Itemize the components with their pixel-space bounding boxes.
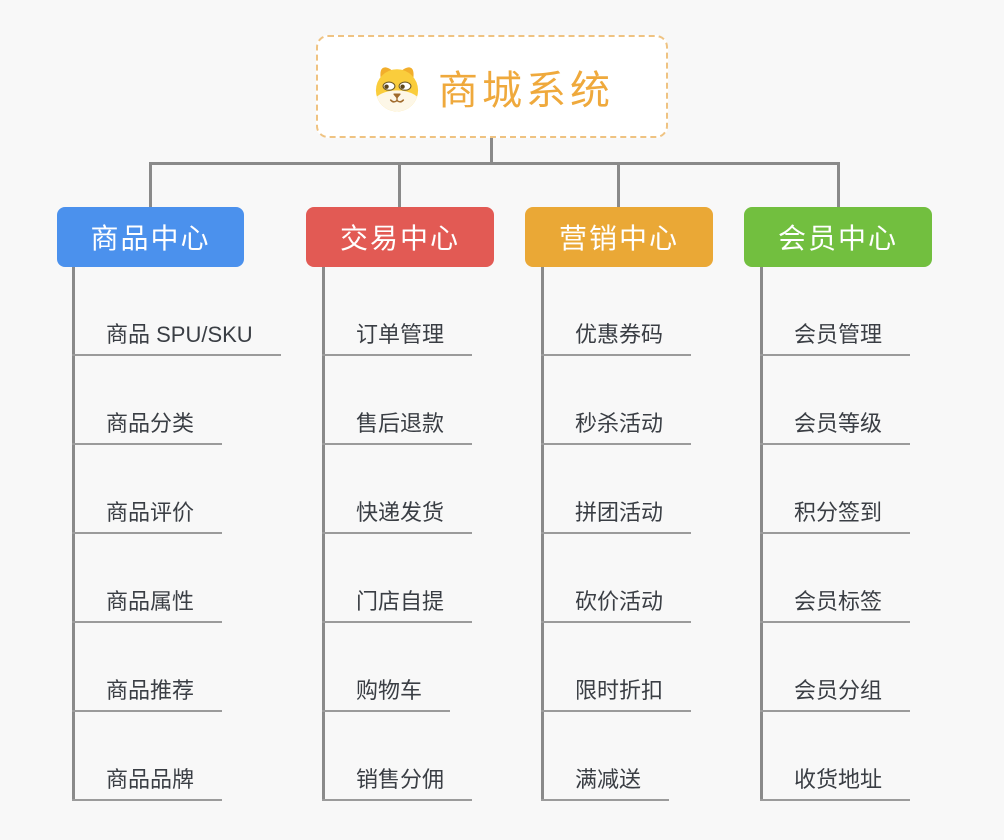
- subtopic-item[interactable]: 商品品牌: [72, 761, 223, 801]
- connector-drop: [398, 162, 401, 208]
- subtopic-item[interactable]: 秒杀活动: [541, 405, 692, 445]
- subtopic-item[interactable]: 收货地址: [760, 761, 911, 801]
- branch-label: 商品中心: [90, 223, 211, 254]
- subtopic-item[interactable]: 积分签到: [760, 494, 911, 534]
- subtopic-item[interactable]: 销售分佣: [322, 761, 473, 801]
- subtopic-item[interactable]: 会员分组: [760, 672, 911, 712]
- subtopic-item[interactable]: 优惠券码: [541, 316, 692, 356]
- subtopic-item[interactable]: 会员管理: [760, 316, 911, 356]
- subtopic-item[interactable]: 快递发货: [322, 494, 473, 534]
- subtopic-item[interactable]: 售后退款: [322, 405, 473, 445]
- subtopic-item[interactable]: 会员标签: [760, 583, 911, 623]
- branch-label: 会员中心: [777, 223, 898, 254]
- subtopic-item[interactable]: 商品属性: [72, 583, 223, 623]
- subtopic-item[interactable]: 商品推荐: [72, 672, 223, 712]
- connector-root-drop: [490, 138, 493, 164]
- subtopic-item[interactable]: 商品评价: [72, 494, 223, 534]
- subtopic-item[interactable]: 砍价活动: [541, 583, 692, 623]
- subtopic-item[interactable]: 商品 SPU/SKU: [72, 316, 281, 356]
- subtopic-item[interactable]: 订单管理: [322, 316, 473, 356]
- subtopic-item[interactable]: 拼团活动: [541, 494, 692, 534]
- dog-face-icon: [370, 60, 424, 114]
- branch-topic-member-center[interactable]: 会员中心: [744, 207, 932, 267]
- connector-drop: [837, 162, 840, 208]
- connector-drop: [617, 162, 620, 208]
- subtopic-item[interactable]: 商品分类: [72, 405, 223, 445]
- connector-rail: [149, 162, 840, 165]
- subtopic-item[interactable]: 满减送: [541, 761, 670, 801]
- subtopic-item[interactable]: 购物车: [322, 672, 451, 712]
- subtopic-item[interactable]: 门店自提: [322, 583, 473, 623]
- branch-label: 交易中心: [339, 223, 460, 254]
- branch-label: 营销中心: [558, 223, 679, 254]
- subtopic-item[interactable]: 会员等级: [760, 405, 911, 445]
- subtopic-item[interactable]: 限时折扣: [541, 672, 692, 712]
- branch-topic-marketing-center[interactable]: 营销中心: [525, 207, 713, 267]
- root-topic-title: 商城系统: [438, 68, 614, 113]
- branch-topic-trade-center[interactable]: 交易中心: [306, 207, 494, 267]
- branch-topic-product-center[interactable]: 商品中心: [57, 207, 244, 267]
- connector-drop: [149, 162, 152, 208]
- root-topic[interactable]: 商城系统: [316, 35, 668, 138]
